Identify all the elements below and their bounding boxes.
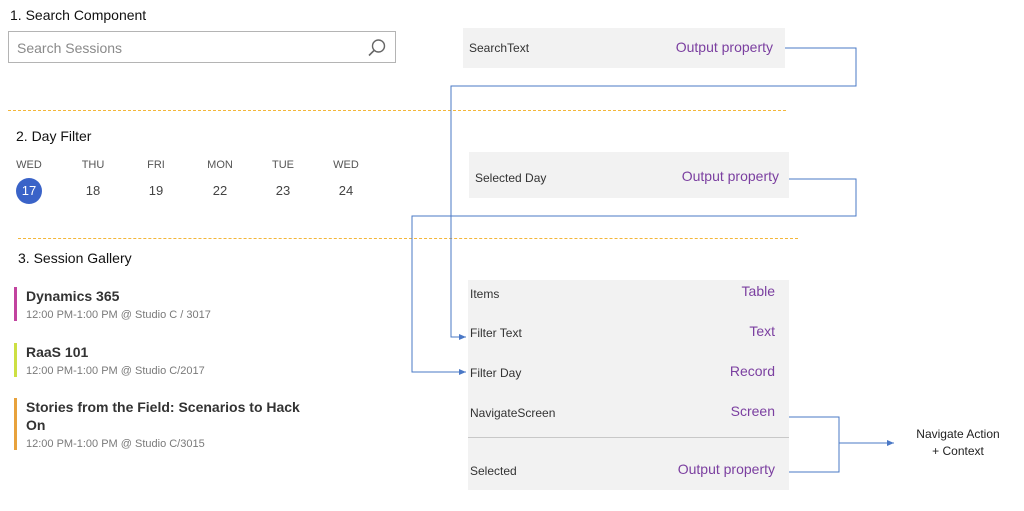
- session-color-bar: [14, 287, 17, 321]
- gallery-prop-type: Output property: [677, 461, 775, 477]
- gallery-prop-label: Selected: [470, 464, 517, 478]
- day-option-selected[interactable]: WED 17: [4, 158, 54, 204]
- selected-day-type: Output property: [681, 168, 779, 184]
- day-name: FRI: [147, 159, 165, 171]
- day-option[interactable]: MON 22: [195, 158, 245, 204]
- navigate-action-line2: + Context: [932, 444, 984, 458]
- section-divider: [8, 110, 786, 111]
- day-name: WED: [333, 159, 359, 171]
- day-option[interactable]: TUE 23: [258, 158, 308, 204]
- day-option[interactable]: WED 24: [321, 158, 371, 204]
- session-title: RaaS 101: [26, 344, 89, 360]
- gallery-prop-type: Screen: [730, 403, 775, 419]
- day-number: 19: [148, 183, 164, 198]
- day-name: WED: [16, 159, 42, 171]
- day-number: 18: [85, 183, 101, 198]
- search-icon[interactable]: [367, 38, 387, 58]
- section-divider: [18, 238, 798, 239]
- day-name: THU: [81, 159, 105, 171]
- day-option[interactable]: FRI 19: [131, 158, 181, 204]
- day-number: 17: [16, 178, 42, 204]
- navigate-screen-connector: [789, 416, 840, 473]
- search-text-connector: [450, 47, 857, 340]
- session-title: Stories from the Field: Scenarios to Hac…: [26, 399, 300, 433]
- search-input[interactable]: Search Sessions: [8, 31, 396, 63]
- gallery-prop-type: Record: [729, 363, 775, 379]
- day-name: MON: [207, 159, 233, 171]
- gallery-prop-label: NavigateScreen: [470, 406, 556, 420]
- day-option[interactable]: THU 18: [68, 158, 118, 204]
- gallery-prop-type: Text: [749, 323, 775, 339]
- session-title: Dynamics 365: [26, 288, 120, 304]
- session-meta: 12:00 PM-1:00 PM @ Studio C / 3017: [26, 309, 211, 321]
- gallery-prop-type: Table: [741, 283, 775, 299]
- selected-day-connector: [411, 178, 857, 375]
- session-color-bar: [14, 398, 17, 450]
- panel-separator: [468, 437, 789, 438]
- search-placeholder: Search Sessions: [17, 40, 123, 56]
- day-number: 23: [275, 183, 291, 198]
- session-color-bar: [14, 343, 17, 377]
- search-section-heading: 1. Search Component: [10, 7, 147, 23]
- day-number: 22: [212, 183, 228, 198]
- day-number: 24: [338, 183, 354, 198]
- navigate-action-label: Navigate Action + Context: [902, 426, 1014, 460]
- session-item[interactable]: Stories from the Field: Scenarios to Hac…: [14, 398, 304, 450]
- session-meta: 12:00 PM-1:00 PM @ Studio C/3015: [26, 438, 205, 450]
- session-meta: 12:00 PM-1:00 PM @ Studio C/2017: [26, 365, 205, 377]
- search-text-type: Output property: [675, 39, 773, 55]
- day-name: TUE: [272, 159, 294, 171]
- search-text-label: SearchText: [469, 41, 530, 55]
- selected-day-label: Selected Day: [475, 171, 547, 185]
- gallery-section-heading: 3. Session Gallery: [18, 250, 132, 266]
- session-item[interactable]: RaaS 101 12:00 PM-1:00 PM @ Studio C/201…: [14, 343, 304, 377]
- gallery-prop-label: Filter Text: [470, 326, 522, 340]
- search-text-property-panel: SearchText Output property: [463, 28, 785, 68]
- navigate-action-line1: Navigate Action: [916, 427, 1000, 441]
- session-item[interactable]: Dynamics 365 12:00 PM-1:00 PM @ Studio C…: [14, 287, 304, 321]
- gallery-prop-label: Items: [470, 287, 500, 301]
- day-filter-section-heading: 2. Day Filter: [16, 128, 92, 144]
- gallery-prop-label: Filter Day: [470, 366, 522, 380]
- selected-day-property-panel: Selected Day Output property: [469, 152, 789, 198]
- gallery-property-panel: Items Table Filter Text Text Filter Day …: [468, 280, 789, 490]
